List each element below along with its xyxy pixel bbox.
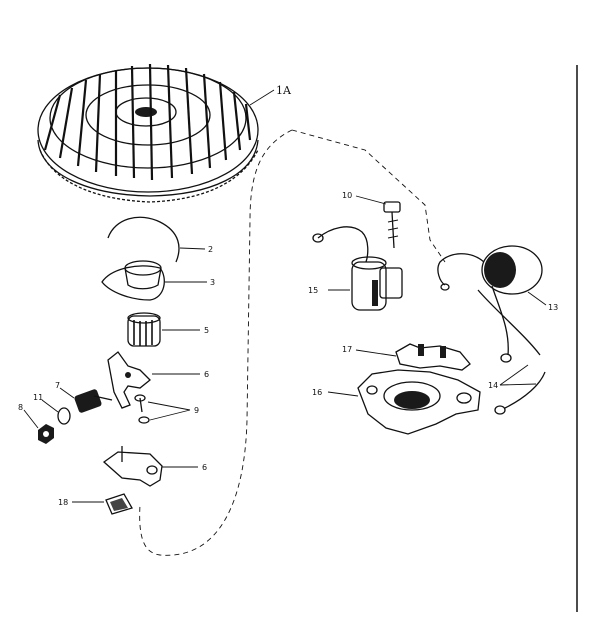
screws-leader-b xyxy=(149,409,191,421)
label-screws: 9 xyxy=(194,406,199,415)
label-nut: 8 xyxy=(18,403,23,412)
coil-clip-part xyxy=(395,343,471,371)
assembly-dashed-outline xyxy=(139,129,446,556)
wires-leader-b xyxy=(499,383,537,386)
label-coil-clip: 17 xyxy=(342,345,352,354)
label-condenser: 15 xyxy=(308,286,318,295)
condenser-part xyxy=(312,226,403,311)
label-screw: 10 xyxy=(342,191,352,200)
label-terminal: 7 xyxy=(55,381,60,390)
washer-leader xyxy=(41,399,59,413)
washer-part xyxy=(57,407,71,425)
wires-leader-a xyxy=(499,364,529,386)
spring-clip-leader xyxy=(179,247,206,250)
screws-leader-a xyxy=(147,401,191,411)
breaker-plate-part xyxy=(102,446,163,487)
label-breaker-plate: 6 xyxy=(202,463,207,472)
coil-clip-leader xyxy=(355,349,397,357)
label-cover-plate: 3 xyxy=(210,278,215,287)
label-breaker-arm: 6 xyxy=(204,370,209,379)
flywheel-part xyxy=(37,63,259,203)
terminal-leader xyxy=(59,387,75,399)
label-spring-clip: 2 xyxy=(208,245,213,254)
label-cam: 5 xyxy=(204,326,209,335)
felt-part xyxy=(105,493,133,515)
terminal-part xyxy=(74,389,113,413)
label-bracket: 16 xyxy=(312,388,322,397)
label-coil: 13 xyxy=(548,303,558,312)
nut-leader xyxy=(23,409,39,429)
spring-clip-part xyxy=(107,216,180,263)
wires-part xyxy=(477,289,546,415)
nut-part xyxy=(38,424,54,444)
flywheel-leader xyxy=(249,89,275,106)
label-wires: 14 xyxy=(488,381,498,390)
label-flywheel: 1A xyxy=(276,84,292,97)
cover-plate-part xyxy=(101,260,165,301)
screw-part xyxy=(383,201,401,249)
bracket-part xyxy=(357,369,481,435)
screw-leader xyxy=(355,195,387,205)
coil-part xyxy=(437,245,543,363)
screws-part xyxy=(134,394,150,424)
bracket-leader xyxy=(327,391,359,397)
breaker-arm-part xyxy=(107,351,151,409)
label-washer: 11 xyxy=(33,393,43,402)
label-felt: 18 xyxy=(58,498,68,507)
coil-leader xyxy=(527,291,547,306)
cam-part xyxy=(127,312,161,347)
